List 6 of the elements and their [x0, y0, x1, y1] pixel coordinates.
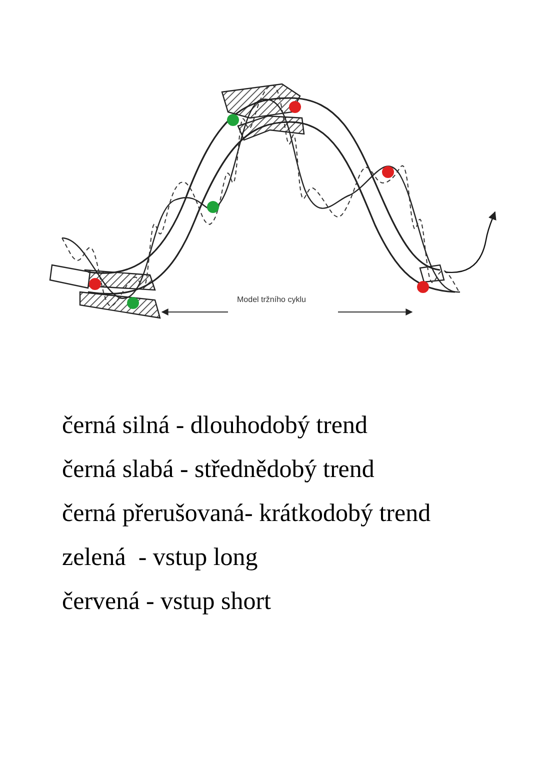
note-text: černá přerušovaná- krátkodobý trend	[62, 500, 431, 528]
note-text: zelená - vstup long	[62, 544, 258, 572]
note-text: černá slabá - střednědobý trend	[62, 456, 374, 484]
note-text: černá silná - dlouhodobý trend	[62, 412, 368, 440]
note-text: červená - vstup short	[62, 588, 271, 616]
caption-text: Model tržního cyklu	[237, 295, 306, 304]
